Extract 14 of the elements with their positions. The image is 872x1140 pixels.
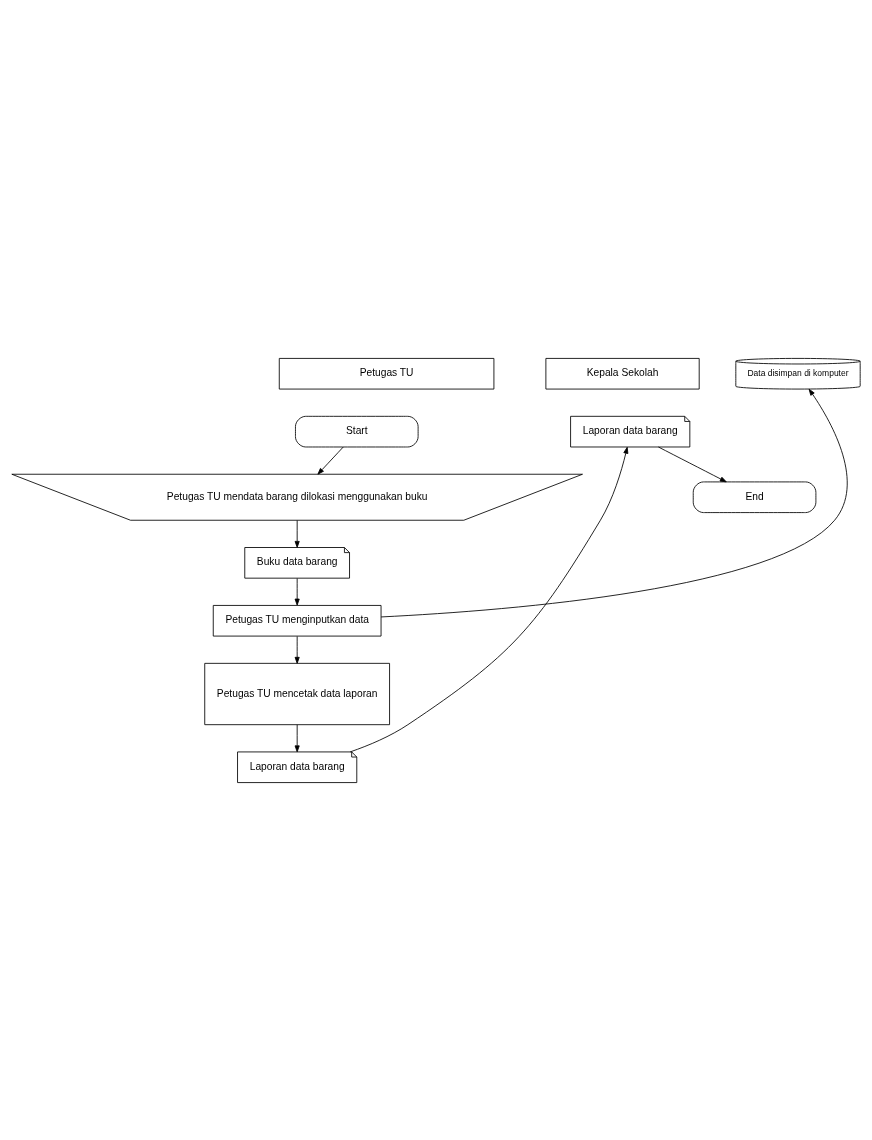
- arrow: [349, 446, 629, 752]
- node-box: End: [692, 481, 817, 513]
- node-box: Petugas TU mencetak data laporan: [204, 662, 390, 725]
- arrow: [294, 723, 300, 752]
- arrow: [294, 519, 300, 548]
- node-box: Petugas TU: [278, 357, 495, 389]
- arrow: [658, 446, 727, 482]
- arrow: [380, 388, 848, 617]
- node-box: Petugas TU menginputkan data: [212, 604, 382, 636]
- node-box: Kepala Sekolah: [545, 357, 700, 389]
- arrow: [317, 446, 344, 475]
- node-box: Start: [295, 415, 419, 447]
- arrow: [294, 577, 300, 605]
- arrow: [294, 635, 300, 664]
